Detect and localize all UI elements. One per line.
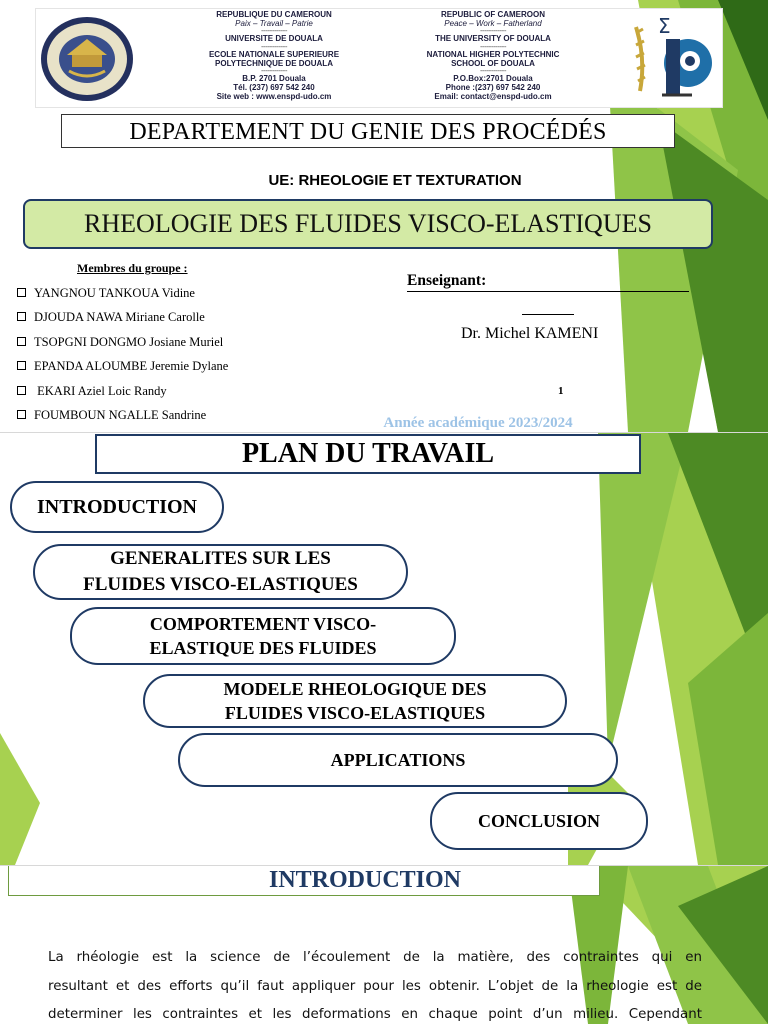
introduction-title-frame bbox=[8, 866, 600, 896]
introduction-title: INTRODUCTION bbox=[268, 867, 462, 893]
introduction-paragraph: La rhéologie est la science de l’écoulem… bbox=[48, 950, 702, 1022]
university-seal-icon bbox=[41, 17, 133, 101]
enspd-logo-icon: Σ bbox=[634, 14, 712, 97]
green-decoration bbox=[608, 0, 768, 432]
green-decoration-left bbox=[0, 733, 40, 865]
checkbox-bullet-icon bbox=[17, 336, 26, 346]
checkbox-bullet-icon bbox=[17, 361, 26, 371]
plan-title: PLAN DU TRAVAIL bbox=[95, 434, 641, 474]
divider bbox=[522, 314, 574, 315]
plan-item-applications: APPLICATIONS bbox=[178, 733, 618, 787]
slide-separator bbox=[0, 432, 768, 433]
plan-item-generalites: GENERALITES SUR LES FLUIDES VISCO-ELASTI… bbox=[33, 544, 408, 600]
list-item: YANGNOU TANKOUA Vidine bbox=[17, 284, 228, 308]
list-item: EKARI Aziel Loic Randy bbox=[17, 382, 228, 406]
academic-year: Année académique 2023/2024 bbox=[336, 405, 620, 432]
header-right-text: REPUBLIC OF CAMEROON Peace – Work – Fath… bbox=[426, 10, 560, 102]
svg-text:Σ: Σ bbox=[658, 14, 671, 38]
checkbox-bullet-icon bbox=[17, 385, 26, 395]
list-item: DJOUDA NAWA Miriane Carolle bbox=[17, 308, 228, 332]
teacher-name: Dr. Michel KAMENI bbox=[461, 325, 599, 342]
green-decoration bbox=[568, 866, 768, 1024]
plan-item-introduction: INTRODUCTION bbox=[10, 481, 224, 533]
page-number: 1 bbox=[558, 385, 564, 397]
checkbox-bullet-icon bbox=[17, 409, 26, 419]
institution-header: REPUBLIQUE DU CAMEROUN Paix – Travail – … bbox=[35, 8, 723, 108]
list-item: EPANDA ALOUMBE Jeremie Dylane bbox=[17, 357, 228, 381]
slide-title-page: REPUBLIQUE DU CAMEROUN Paix – Travail – … bbox=[0, 0, 768, 432]
header-left-text: REPUBLIQUE DU CAMEROUN Paix – Travail – … bbox=[208, 10, 340, 102]
list-item: TSOPGNI DONGMO Josiane Muriel bbox=[17, 333, 228, 357]
course-unit: UE: RHEOLOGIE ET TEXTURATION bbox=[268, 172, 522, 189]
teacher-label: Enseignant: bbox=[407, 272, 689, 292]
plan-item-modele: MODELE RHEOLOGIQUE DES FLUIDES VISCO-ELA… bbox=[143, 674, 567, 728]
members-heading: Membres du groupe : bbox=[77, 261, 188, 275]
plan-item-comportement: COMPORTEMENT VISCO-ELASTIQUE DES FLUIDES bbox=[70, 607, 456, 665]
checkbox-bullet-icon bbox=[17, 288, 26, 297]
plan-item-conclusion: CONCLUSION bbox=[430, 792, 648, 850]
list-item: FOUMBOUN NGALLE Sandrine bbox=[17, 406, 228, 430]
department-title: DEPARTEMENT DU GENIE DES PROCÉDÉS bbox=[61, 114, 675, 148]
checkbox-bullet-icon bbox=[17, 312, 26, 322]
slide-introduction: INTRODUCTION La rhéologie est la science… bbox=[0, 866, 768, 1024]
members-list: YANGNOU TANKOUA Vidine DJOUDA NAWA Miria… bbox=[17, 284, 228, 430]
presentation-title: RHEOLOGIE DES FLUIDES VISCO-ELASTIQUES bbox=[23, 199, 713, 249]
slide-separator bbox=[0, 865, 768, 866]
slide-plan: PLAN DU TRAVAIL INTRODUCTION GENERALITES… bbox=[0, 433, 768, 865]
